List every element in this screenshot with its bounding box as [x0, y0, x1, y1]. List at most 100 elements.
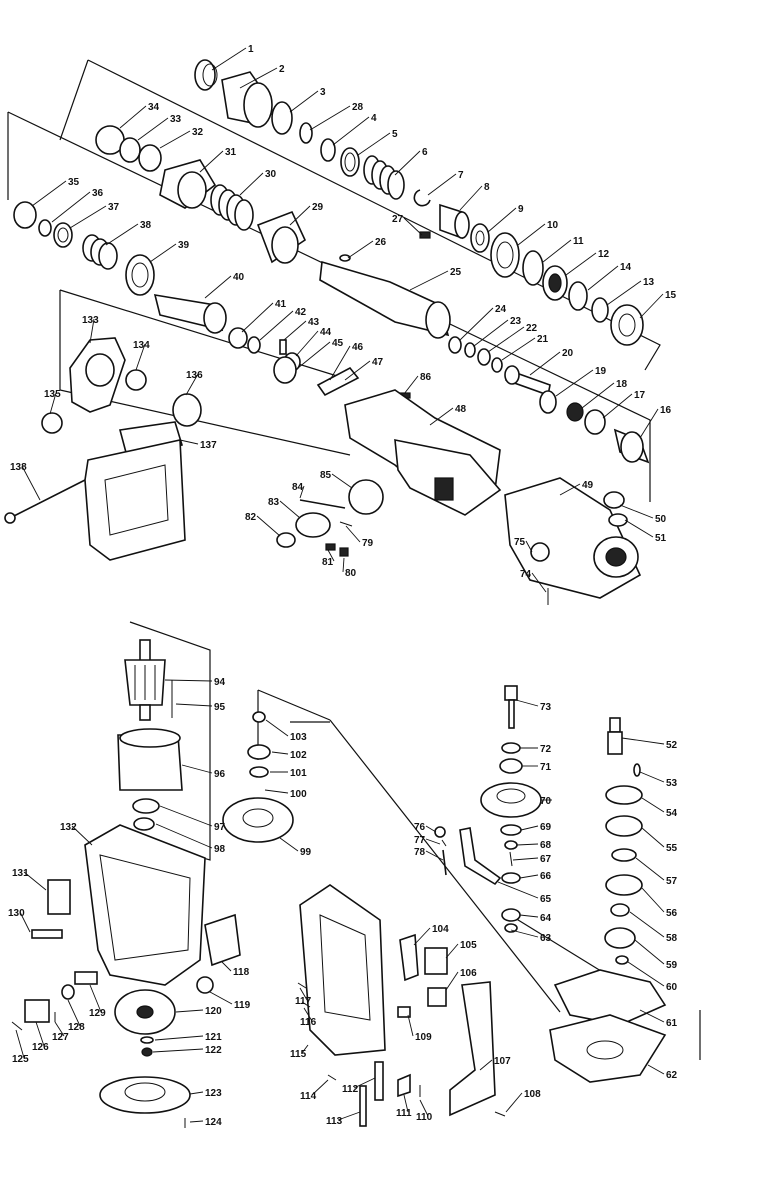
leader-p35: [31, 180, 67, 207]
part-129-brush-holder: [74, 971, 98, 985]
part-50-cap: [603, 491, 625, 509]
part-number-label: 18: [616, 379, 628, 390]
leader-p78: [425, 850, 444, 861]
part-number-label: 10: [547, 220, 559, 231]
part-number-label: 59: [666, 960, 678, 971]
part-32-ring: [138, 144, 162, 172]
leader-p103: [265, 719, 289, 737]
part-number-label: 13: [643, 277, 655, 288]
part-number-label: 105: [460, 940, 477, 951]
part-number-label: 83: [268, 497, 280, 508]
part-126-cover: [24, 999, 50, 1023]
leader-p85: [331, 473, 353, 489]
part-number-label: 61: [666, 1018, 678, 1029]
part-43-pin: [279, 339, 287, 355]
part-number-label: 113: [326, 1116, 343, 1127]
part-number-label: 112: [342, 1084, 359, 1095]
leader-p60: [627, 961, 665, 987]
part-73-bolt: [504, 685, 518, 729]
leader-p23: [473, 319, 509, 347]
leader-p128: [67, 999, 81, 1027]
part-39-gear: [125, 254, 155, 296]
part-number-label: 42: [295, 307, 307, 318]
gear-housing-assembly: [276, 389, 642, 605]
part-26-pin: [339, 254, 351, 262]
leader-p52: [621, 737, 665, 745]
leader-p3: [289, 90, 319, 113]
leader-p73: [515, 699, 539, 707]
part-number-label: 82: [245, 512, 257, 523]
leader-p65: [497, 881, 539, 899]
leader-p120: [175, 1009, 204, 1013]
handle-housing-assembly: [222, 711, 506, 1127]
part-21-ring: [491, 357, 503, 373]
leader-p22: [487, 326, 525, 353]
part-number-label: 80: [345, 568, 357, 579]
part-number-label: 67: [540, 854, 552, 865]
part-20-shaft: [504, 365, 551, 397]
leader-p115: [301, 1044, 309, 1054]
leader-p138: [21, 465, 41, 501]
part-96-field: [117, 728, 183, 791]
part-114-screw: [327, 1074, 337, 1081]
leader-p58: [629, 911, 665, 938]
part-number-label: 58: [666, 933, 678, 944]
leader-p126: [35, 1021, 45, 1047]
part-number-label: 130: [8, 908, 25, 919]
leader-p112: [353, 1077, 376, 1089]
part-number-labels: 1232845678910111214131527262534333231302…: [8, 44, 678, 1128]
part-11-o-ring: [522, 250, 544, 286]
leader-p86: [403, 375, 419, 395]
leader-p119: [209, 991, 233, 1005]
part-number-label: 47: [372, 357, 384, 368]
part-number-label: 17: [634, 390, 646, 401]
part-104-trigger: [399, 933, 419, 982]
part-19-washer: [539, 390, 557, 414]
leader-p30: [239, 172, 264, 196]
leader-p50: [619, 504, 654, 519]
leader-p37: [69, 205, 107, 229]
part-number-label: 39: [178, 240, 190, 251]
part-number-label: 34: [148, 102, 160, 113]
leader-p134: [135, 343, 146, 371]
leader-p64: [519, 914, 539, 918]
part-number-label: 20: [562, 348, 574, 359]
leader-p11: [542, 239, 572, 263]
part-1-spring-cap: [194, 59, 218, 91]
part-99-inner-cover: [222, 797, 294, 843]
leader-p2: [239, 67, 278, 89]
part-number-label: 27: [392, 214, 404, 225]
part-number-label: 132: [60, 822, 77, 833]
leader-lines: [15, 47, 665, 1123]
leader-p40: [204, 275, 232, 299]
leader-p21: [501, 337, 536, 361]
part-number-label: 41: [275, 299, 287, 310]
part-117-screw: [297, 982, 307, 989]
part-22-ring: [477, 348, 491, 366]
leader-p46: [329, 345, 351, 381]
leader-p19: [555, 369, 594, 397]
part-number-label: 51: [655, 533, 667, 544]
part-60-ring: [615, 955, 629, 965]
leader-p94: [164, 679, 213, 682]
part-36-ring: [38, 219, 52, 237]
leader-p102: [271, 751, 289, 755]
part-number-label: 37: [108, 202, 120, 213]
part-number-label: 76: [414, 822, 426, 833]
part-number-label: 36: [92, 188, 104, 199]
leader-p132: [71, 825, 93, 846]
part-number-label: 99: [300, 847, 312, 858]
leader-p69: [520, 825, 539, 831]
part-79-pin: [339, 521, 353, 527]
part-number-label: 1: [248, 44, 254, 55]
leader-p129: [89, 984, 102, 1013]
part-number-label: 25: [450, 267, 462, 278]
part-137-handle-frame: [84, 439, 186, 561]
part-number-label: 43: [308, 317, 320, 328]
part-81-spring: [325, 543, 336, 551]
part-109-lever: [397, 1006, 411, 1018]
leader-p51: [624, 519, 654, 538]
part-136-knob: [172, 393, 202, 427]
leader-p29: [289, 205, 311, 226]
